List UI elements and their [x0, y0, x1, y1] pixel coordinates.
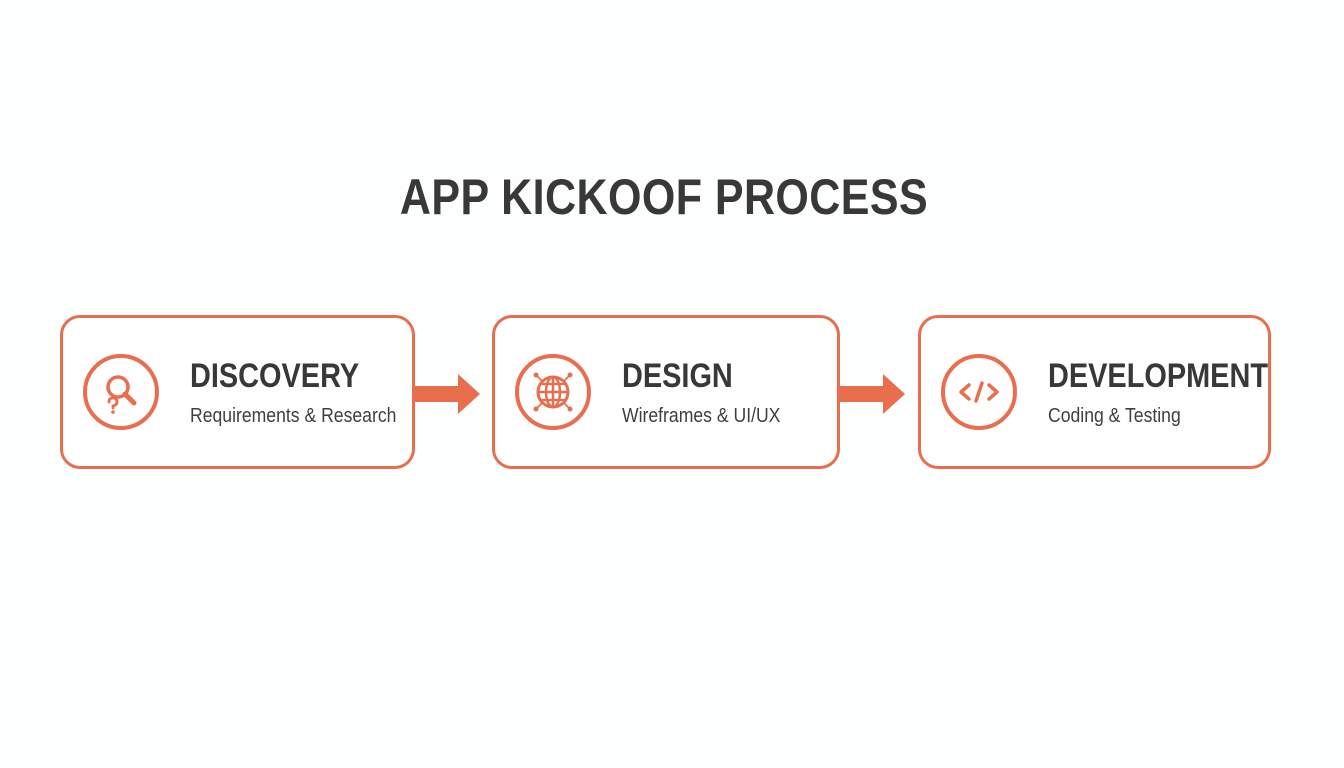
design-icon-circle — [515, 354, 591, 430]
step-card-development: DEVELOPMENT Coding & Testing — [918, 315, 1271, 469]
globe-network-icon — [533, 372, 573, 412]
code-brackets-icon — [959, 381, 999, 403]
step-subtitle-discovery: Requirements & Research — [190, 405, 397, 427]
step-subtitle-design: Wireframes & UI/UX — [622, 405, 781, 427]
step-title-development: DEVELOPMENT — [1048, 357, 1268, 395]
arrow-right-icon — [838, 374, 905, 414]
step-title-discovery: DISCOVERY — [190, 357, 360, 395]
step-title-design: DESIGN — [622, 357, 733, 395]
arrow-right-icon — [413, 374, 480, 414]
magnifier-question-icon — [106, 375, 137, 414]
step-card-design: DESIGN Wireframes & UI/UX — [492, 315, 840, 469]
discovery-icon-circle — [83, 354, 159, 430]
development-icon-circle — [941, 354, 1017, 430]
step-subtitle-development: Coding & Testing — [1048, 405, 1181, 427]
page-title: APP KICKOOF PROCESS — [399, 169, 929, 225]
step-card-discovery: DISCOVERY Requirements & Research — [60, 315, 415, 469]
